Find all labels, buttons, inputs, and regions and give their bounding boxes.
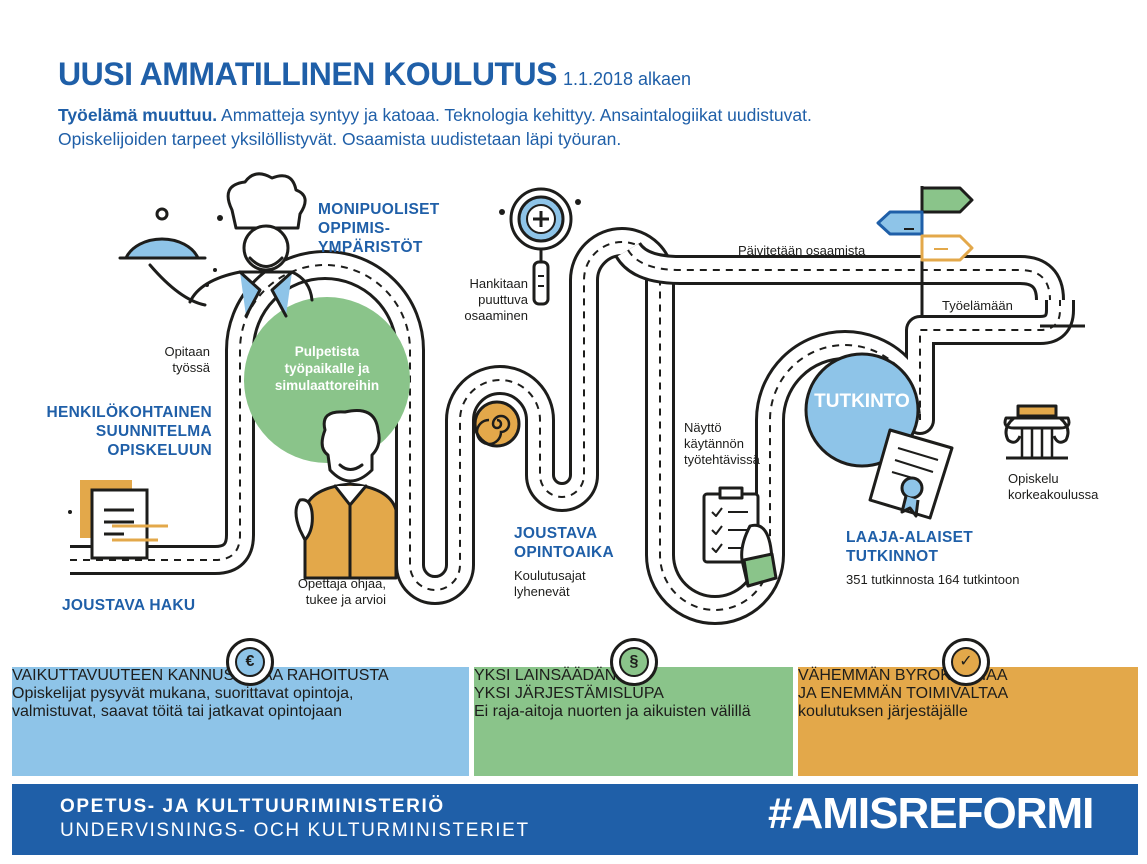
teacher-icon (294, 409, 398, 580)
euro-icon: € (226, 638, 274, 686)
spiral-icon (473, 400, 521, 448)
panel-lainsaadanto-text: Ei raja-aitoja nuorten ja aikuisten väli… (474, 703, 751, 720)
hankitaan-line1: Hankitaan (469, 276, 528, 291)
pulpetista-line1: Pulpetista (294, 344, 360, 359)
panel-byrokratia-title2: JA ENEMMÄN TOIMIVALTAA (798, 685, 1009, 702)
hashtag: #AMISREFORMI (768, 789, 1094, 838)
opiskelu-line2: korkeakoulussa (1008, 487, 1099, 502)
naytto-line2: käytännön (684, 436, 744, 451)
opintoaika-line2: OPINTOAIKA (514, 544, 615, 561)
check-icon: ✓ (942, 638, 990, 686)
chef-icon (118, 172, 314, 318)
document-icon (68, 480, 168, 560)
koulutusajat-line1: Koulutusajat (514, 568, 586, 583)
pillar-icon (1003, 404, 1071, 460)
panel-rahoitus (12, 667, 469, 776)
naytto-line3: työtehtävissä (684, 452, 760, 467)
hankitaan-line2: puuttuva (478, 292, 528, 307)
title-text: UUSI AMMATILLINEN KOULUTUS (58, 56, 557, 92)
label-joustava-haku: JOUSTAVA HAKU (62, 597, 196, 614)
label-opitaan: Opitaan työssä (146, 344, 210, 376)
euro-glyph: € (235, 647, 265, 677)
opitaan-line2: työssä (172, 360, 210, 375)
label-koulutusajat: Koulutusajat lyhenevät (514, 568, 586, 600)
hankitaan-line3: osaaminen (464, 308, 528, 323)
intro-bold: Työelämä muuttuu. (58, 105, 218, 125)
magnifier-icon (499, 187, 581, 306)
ministry-sv: UNDERVISNINGS- OCH KULTURMINISTERIET (60, 820, 530, 841)
laaja-line2: TUTKINNOT (846, 548, 939, 565)
pulpetista-line2: työpaikalle ja (284, 361, 370, 376)
label-tutkinnot-count: 351 tutkinnosta 164 tutkintoon (846, 572, 1020, 587)
paragraph-icon: § (610, 638, 658, 686)
label-opettaja: Opettaja ohjaa, tukee ja arvioi (270, 576, 386, 608)
intro-text: Työelämä muuttuu. Ammatteja syntyy ja ka… (58, 103, 1098, 151)
label-monipuoliset: MONIPUOLISET OPPIMIS- YMPÄRISTÖT (318, 200, 440, 257)
henkilokohtainen-line1: HENKILÖKOHTAINEN (46, 404, 212, 421)
henkilokohtainen-line3: OPISKELUUN (107, 442, 212, 459)
naytto-line1: Näyttö (684, 420, 722, 435)
panel-byrokratia-text: koulutuksen järjestäjälle (798, 703, 968, 720)
label-naytto: Näyttö käytännön työtehtävissä (684, 420, 760, 468)
label-joustava-opintoaika: JOUSTAVA OPINTOAIKA (514, 524, 614, 562)
koulutusajat-line2: lyhenevät (514, 584, 570, 599)
panel-rahoitus-content: VAIKUTTAVUUTEEN KANNUSTAVAA RAHOITUSTA O… (12, 667, 469, 776)
label-opiskelu: Opiskelu korkeakoulussa (1008, 471, 1098, 503)
label-henkilokohtainen: HENKILÖKOHTAINEN SUUNNITELMA OPISKELUUN (24, 403, 212, 460)
henkilokohtainen-line2: SUUNNITELMA (95, 423, 212, 440)
panel-rahoitus-text2: valmistuvat, saavat töitä tai jatkavat o… (12, 703, 342, 720)
panel-lainsaadanto-title1: YKSI LAINSÄÄDÄNTÖ, (474, 667, 643, 684)
laaja-line1: LAAJA-ALAISET (846, 529, 974, 546)
monipuoliset-line3: YMPÄRISTÖT (318, 239, 423, 256)
label-laaja-alaiset: LAAJA-ALAISET TUTKINNOT (846, 528, 973, 566)
monipuoliset-line2: OPPIMIS- (318, 220, 391, 237)
monipuoliset-line1: MONIPUOLISET (318, 201, 440, 218)
signpost-icon (876, 186, 974, 316)
label-pulpetista: Pulpetista työpaikalle ja simulaattoreih… (256, 343, 398, 394)
panel-lainsaadanto-title2: YKSI JÄRJESTÄMISLUPA (474, 685, 664, 702)
panel-rahoitus-title: VAIKUTTAVUUTEEN KANNUSTAVAA RAHOITUSTA (12, 667, 389, 684)
certificate-icon (868, 428, 954, 520)
pulpetista-line3: simulaattoreihin (274, 378, 380, 393)
intro-line2: Opiskelijoiden tarpeet yksilöllistyvät. … (58, 129, 622, 149)
label-paivitetaan: Päivitetään osaamista (738, 243, 866, 258)
panel-rahoitus-text1: Opiskelijat pysyvät mukana, suorittavat … (12, 685, 354, 702)
opiskelu-line1: Opiskelu (1008, 471, 1059, 486)
opettaja-line2: tukee ja arvioi (305, 592, 386, 607)
paragraph-glyph: § (619, 647, 649, 677)
ministry-fi: OPETUS- JA KULTTUURIMINISTERIÖ (60, 796, 445, 817)
label-tutkinto: TUTKINTO (814, 391, 910, 412)
title-date: 1.1.2018 alkaen (562, 69, 692, 89)
clipboard-icon (702, 486, 778, 588)
label-hankitaan: Hankitaan puuttuva osaaminen (448, 276, 528, 324)
panel-lainsaadanto-content: YKSI LAINSÄÄDÄNTÖ, YKSI JÄRJESTÄMISLUPA … (474, 667, 793, 776)
check-glyph: ✓ (951, 647, 981, 677)
label-tyoelamaan: Työelämään (942, 298, 1013, 313)
opintoaika-line1: JOUSTAVA (514, 525, 598, 542)
intro-rest: Ammatteja syntyy ja katoaa. Teknologia k… (217, 105, 812, 125)
opettaja-line1: Opettaja ohjaa, (297, 576, 386, 591)
footer-bar (12, 784, 1138, 855)
opitaan-line1: Opitaan (164, 344, 210, 359)
